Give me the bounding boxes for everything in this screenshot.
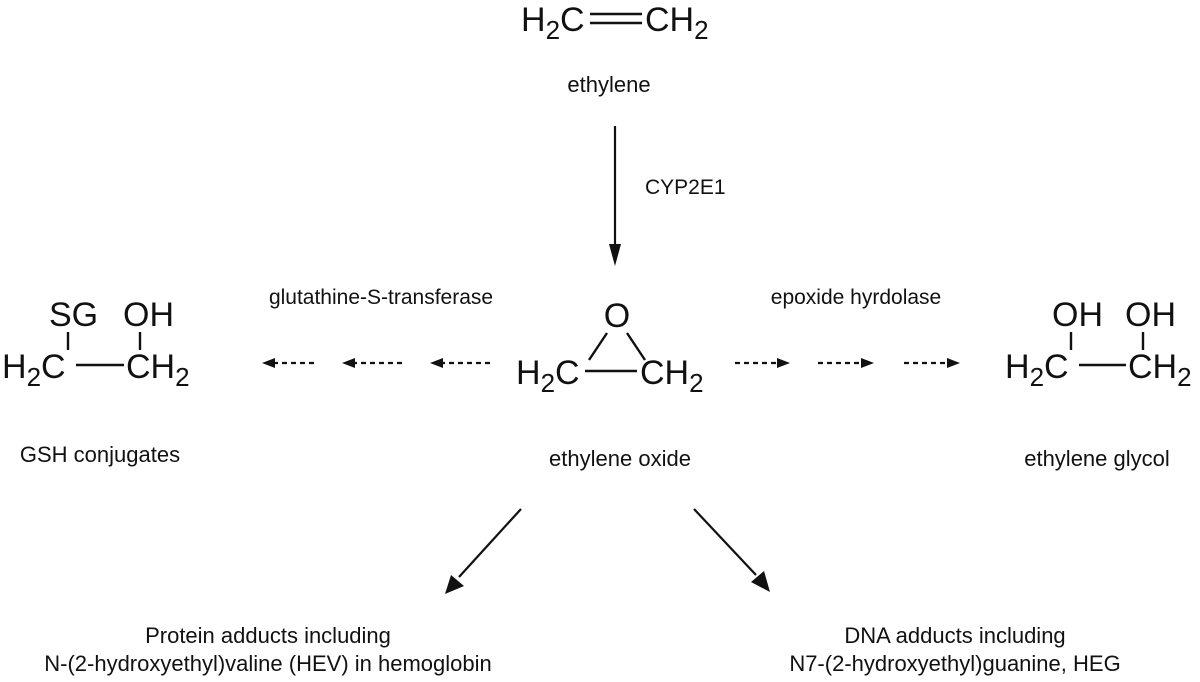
arrow-head [445, 575, 464, 594]
arrow-head [609, 244, 621, 266]
epoxide-hydrolase-label: epoxide hyrdolase [771, 286, 941, 309]
cyp2e1-arrow [609, 126, 621, 266]
gsh-right-group: CH2 [126, 348, 190, 392]
gsh-left-group: H2C [2, 348, 66, 392]
gst-dashed-arrows [262, 358, 490, 368]
glycol-right-group: CH2 [1128, 348, 1192, 392]
dna-adducts-title: DNA adducts including [844, 623, 1065, 648]
glycol-oh-right: OH [1125, 296, 1176, 334]
glycol-left-group: H2C [1005, 348, 1069, 392]
dna-adduct-arrow [693, 508, 770, 592]
cyp2e1-label: CYP2E1 [645, 176, 726, 199]
dna-adducts-detail: N7-(2-hydroxyethyl)guanine, HEG [789, 651, 1120, 676]
arrow-head [751, 571, 770, 592]
gsh-oh-group: OH [123, 296, 174, 334]
ring-bond-right [626, 332, 646, 361]
gsh-conjugate-structure: SG OH H2C CH2 [2, 296, 190, 392]
ethylene-right-group: CH2 [645, 1, 709, 45]
glycol-oh-left: OH [1052, 296, 1103, 334]
epoxide-oxygen: O [604, 297, 630, 335]
ethylene-oxide-structure: O H2C CH2 [516, 297, 704, 398]
epoxide-left-group: H2C [516, 354, 580, 398]
ethylene-glycol-structure: OH OH H2C CH2 [1005, 296, 1192, 392]
ethylene-name: ethylene [567, 72, 650, 97]
ethylene-glycol-name: ethylene glycol [1024, 446, 1170, 471]
ethylene-oxide-name: ethylene oxide [549, 446, 691, 471]
protein-adducts-title: Protein adducts including [145, 623, 391, 648]
gst-enzyme-label: glutathine-S-transferase [269, 286, 493, 309]
ring-bond-left [588, 332, 608, 361]
ethylene-structure: H2C CH2 [521, 1, 709, 45]
gsh-conjugates-name: GSH conjugates [20, 442, 180, 467]
protein-adducts-detail: N-(2-hydroxyethyl)valine (HEV) in hemogl… [44, 651, 492, 676]
ethylene-left-group: H2C [521, 1, 585, 45]
gsh-sg-group: SG [49, 296, 98, 334]
epoxide-hydrolase-dashed-arrows [735, 358, 960, 368]
epoxide-right-group: CH2 [640, 354, 704, 398]
protein-adduct-arrow [445, 508, 522, 594]
